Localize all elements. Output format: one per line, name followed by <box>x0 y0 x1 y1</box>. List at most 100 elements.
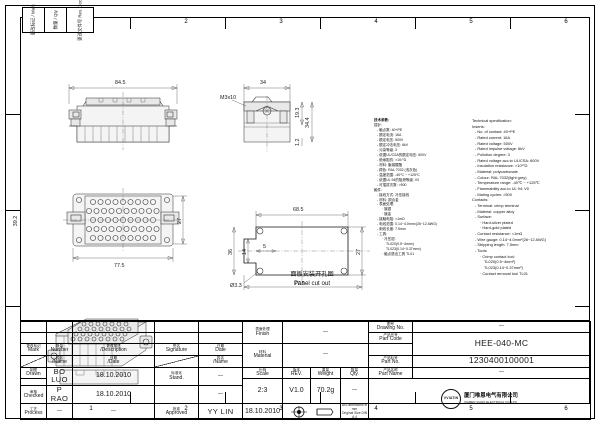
dimension-notes: All Dimensions in mm Original Size DIN A… <box>340 403 369 421</box>
spec-cn-line: - 依据UL/CSA的额定电压: 600V <box>377 152 427 157</box>
spec-en-line: - Pollution degree: 3 <box>475 151 510 157</box>
material-value: — <box>282 342 369 368</box>
dim-label-27: 27 <box>177 218 183 224</box>
approved-header: 批准 Approved <box>154 403 199 421</box>
spec-cn-line: - 额定电压: 500V <box>377 137 404 142</box>
rev-row-blank <box>72 331 155 344</box>
dim-label-14: 14 <box>242 249 248 255</box>
spec-en-line: TL020(0.5~4mm²) <box>484 259 516 265</box>
spec-cn-line: - 颜色: RAL 7032 (浅灰色) <box>377 167 418 172</box>
drawn-header: 制图 Drawn <box>20 366 47 379</box>
rev-row-blank <box>46 321 73 333</box>
spec-cn-line: · 冷压钳: <box>382 237 396 242</box>
spec-cn-line: - 额定冲击电压: 6kV <box>377 142 409 147</box>
rev-row-blank <box>154 321 199 333</box>
spec-en-line: - Rated current: 16A <box>475 134 511 140</box>
dim-label-193: 19.3 <box>295 108 301 119</box>
zone-tick <box>130 17 131 29</box>
rev-row-blank <box>198 331 243 344</box>
spec-en-line: TL023(0.14~0.37mm²) <box>484 265 523 271</box>
spec-en-line: - Tools: <box>475 248 488 254</box>
standard-date-cell <box>154 384 199 405</box>
weight-header: 重量 Weight <box>310 366 341 379</box>
spec-cn-line: - 接触电阻: <1mΩ <box>377 217 405 222</box>
spec-en-line: - Rated voltage: 500V <box>475 140 513 146</box>
rev-row-blank <box>154 331 199 344</box>
checked-name-value: P RAO <box>46 384 73 405</box>
dimension-note-line1: All Dimensions in mm <box>341 403 368 412</box>
date2-header: 日期 /Date <box>72 354 155 368</box>
revision-stamp-cell-2: 数量 / Qty <box>45 8 67 32</box>
side-elevation-view: 84.5 <box>55 70 190 165</box>
zone-tick <box>5 114 20 115</box>
spec-cn-line: - 电线范围: 0.14~4.0mm²(26~12 AWG) <box>377 222 437 227</box>
dim-label-34: 34 <box>260 80 266 86</box>
zone-label-top-5: 5 <box>469 19 473 25</box>
spec-en-title: Technical specification: <box>472 118 512 123</box>
spec-en-line: Contacts: <box>472 197 489 203</box>
spec-en-line: · Hard-silver plated <box>480 219 513 225</box>
part-name-value: — <box>412 366 591 379</box>
scale-value: 2:3 <box>242 377 283 405</box>
standard-header: 标准化 Stand. <box>154 366 199 387</box>
drawing-no-header: 图号 Drawing No. <box>368 321 413 333</box>
technical-specification-chinese: 技术参数: 插针:- 触点数: 40+PE- 额定电流: 16A- 额定电压: … <box>374 118 440 257</box>
company-block: VVIATIN 厦门唯恩电气有限公司 XIAMEN VIAHN ELECTRIC… <box>368 377 591 421</box>
spec-cn-line: - 工具: <box>377 232 388 237</box>
zone-label-top-3: 3 <box>279 19 283 25</box>
rev-header: 版本 REV. <box>282 366 311 379</box>
name-header-2: 姓名 /Name <box>198 354 243 368</box>
thread-note-m3x10: M3x10 <box>220 95 236 101</box>
dim-label-5: 5 <box>263 244 266 250</box>
zone-tick <box>415 17 416 29</box>
spec-cn-line: - 材料: 聚碳酸酯 <box>377 162 403 167</box>
spec-en-line: - Flammability acc.to UL 94: V0 <box>475 185 529 191</box>
date-header: 日期 Date <box>198 342 243 356</box>
material-header: 材料 Material <box>242 342 283 368</box>
zone-tick <box>575 114 590 115</box>
dim-label-845: 84.5 <box>115 80 126 86</box>
panel-cutout-caption: 面板安装开孔图 Panel cut out <box>252 270 372 289</box>
name-header: 姓名 /Name <box>46 354 73 368</box>
zone-label-top-2: 2 <box>184 19 188 25</box>
drawn-name-value: BO LUO <box>46 366 73 387</box>
company-name-cn: 厦门唯恩电气有限公司 <box>464 393 518 400</box>
rev-row-blank <box>72 321 155 333</box>
spec-cn-line: 插针: <box>374 122 382 127</box>
dim-label-685: 68.5 <box>293 207 304 213</box>
dim-label-344: 34.4 <box>305 118 311 129</box>
spec-en-line: - Wire gauge: 0.14~4.0mm²(26~12 AWG) <box>475 236 546 242</box>
revision-stamp-doc-label: 更改文件号 Rev. Doc. <box>77 0 83 42</box>
standard-date-value: — <box>198 384 243 405</box>
spec-cn-line: - 温度范围: -40℃ ~ +125℃ <box>377 172 420 177</box>
panel-cutout-view: 68.5 36 14 5 27 <box>228 195 390 295</box>
dim-label-775b: 77.5 <box>294 281 305 287</box>
part-no-header: 产品料号 Part No. <box>368 354 413 368</box>
spec-cn-line: - 接线方式: 冷压接线 <box>377 192 410 197</box>
spec-en-line: · Contact removal tool TL01 <box>480 270 528 276</box>
qty-header: 数量 Qty. <box>340 366 369 379</box>
spec-en-line: - Material: polycarbonate <box>475 168 518 174</box>
part-name-header: 产品名称 Part Name <box>368 366 413 379</box>
spec-cn-line: - 触点数: 40+PE <box>377 127 403 132</box>
part-code-header: 产品代号 Part Code <box>368 331 413 344</box>
spec-en-line: - Rated voltage acc.to UL/CSA: 600V <box>475 157 540 163</box>
rev-row-blank <box>198 321 243 333</box>
spec-en-line: - Surface: <box>475 214 492 220</box>
hole-note-diameter: Ø3.3 <box>230 283 242 289</box>
spec-en-line: - Contact resistance: <1mΩ <box>475 231 523 237</box>
spec-cn-line: - 表面处理: <box>377 202 395 207</box>
zone-tick <box>225 17 226 29</box>
drawn-date-value: 18.10.2010 <box>72 366 155 387</box>
revision-stamp: 更改标记 / Mark 数量 / Qty 更改文件号 Rev. Doc. <box>22 0 94 41</box>
spec-cn-line: - 绝缘阻抗: >10¹⁰Ω <box>377 157 407 162</box>
spec-en-line: - Colour: RAL 7032(light grey) <box>475 174 527 180</box>
spec-en-line: - Terminal: crimp terminal <box>475 202 519 208</box>
spec-en-line: · Crimp contact tool: <box>480 253 515 259</box>
process-date-value: — <box>72 403 155 421</box>
approved-sig-value: YY LIN <box>198 403 243 421</box>
zone-tick <box>320 17 321 29</box>
dimension-note-line2: Original Size DIN A 4 <box>341 410 368 419</box>
part-code-value: HEE-040-MC <box>412 331 591 356</box>
